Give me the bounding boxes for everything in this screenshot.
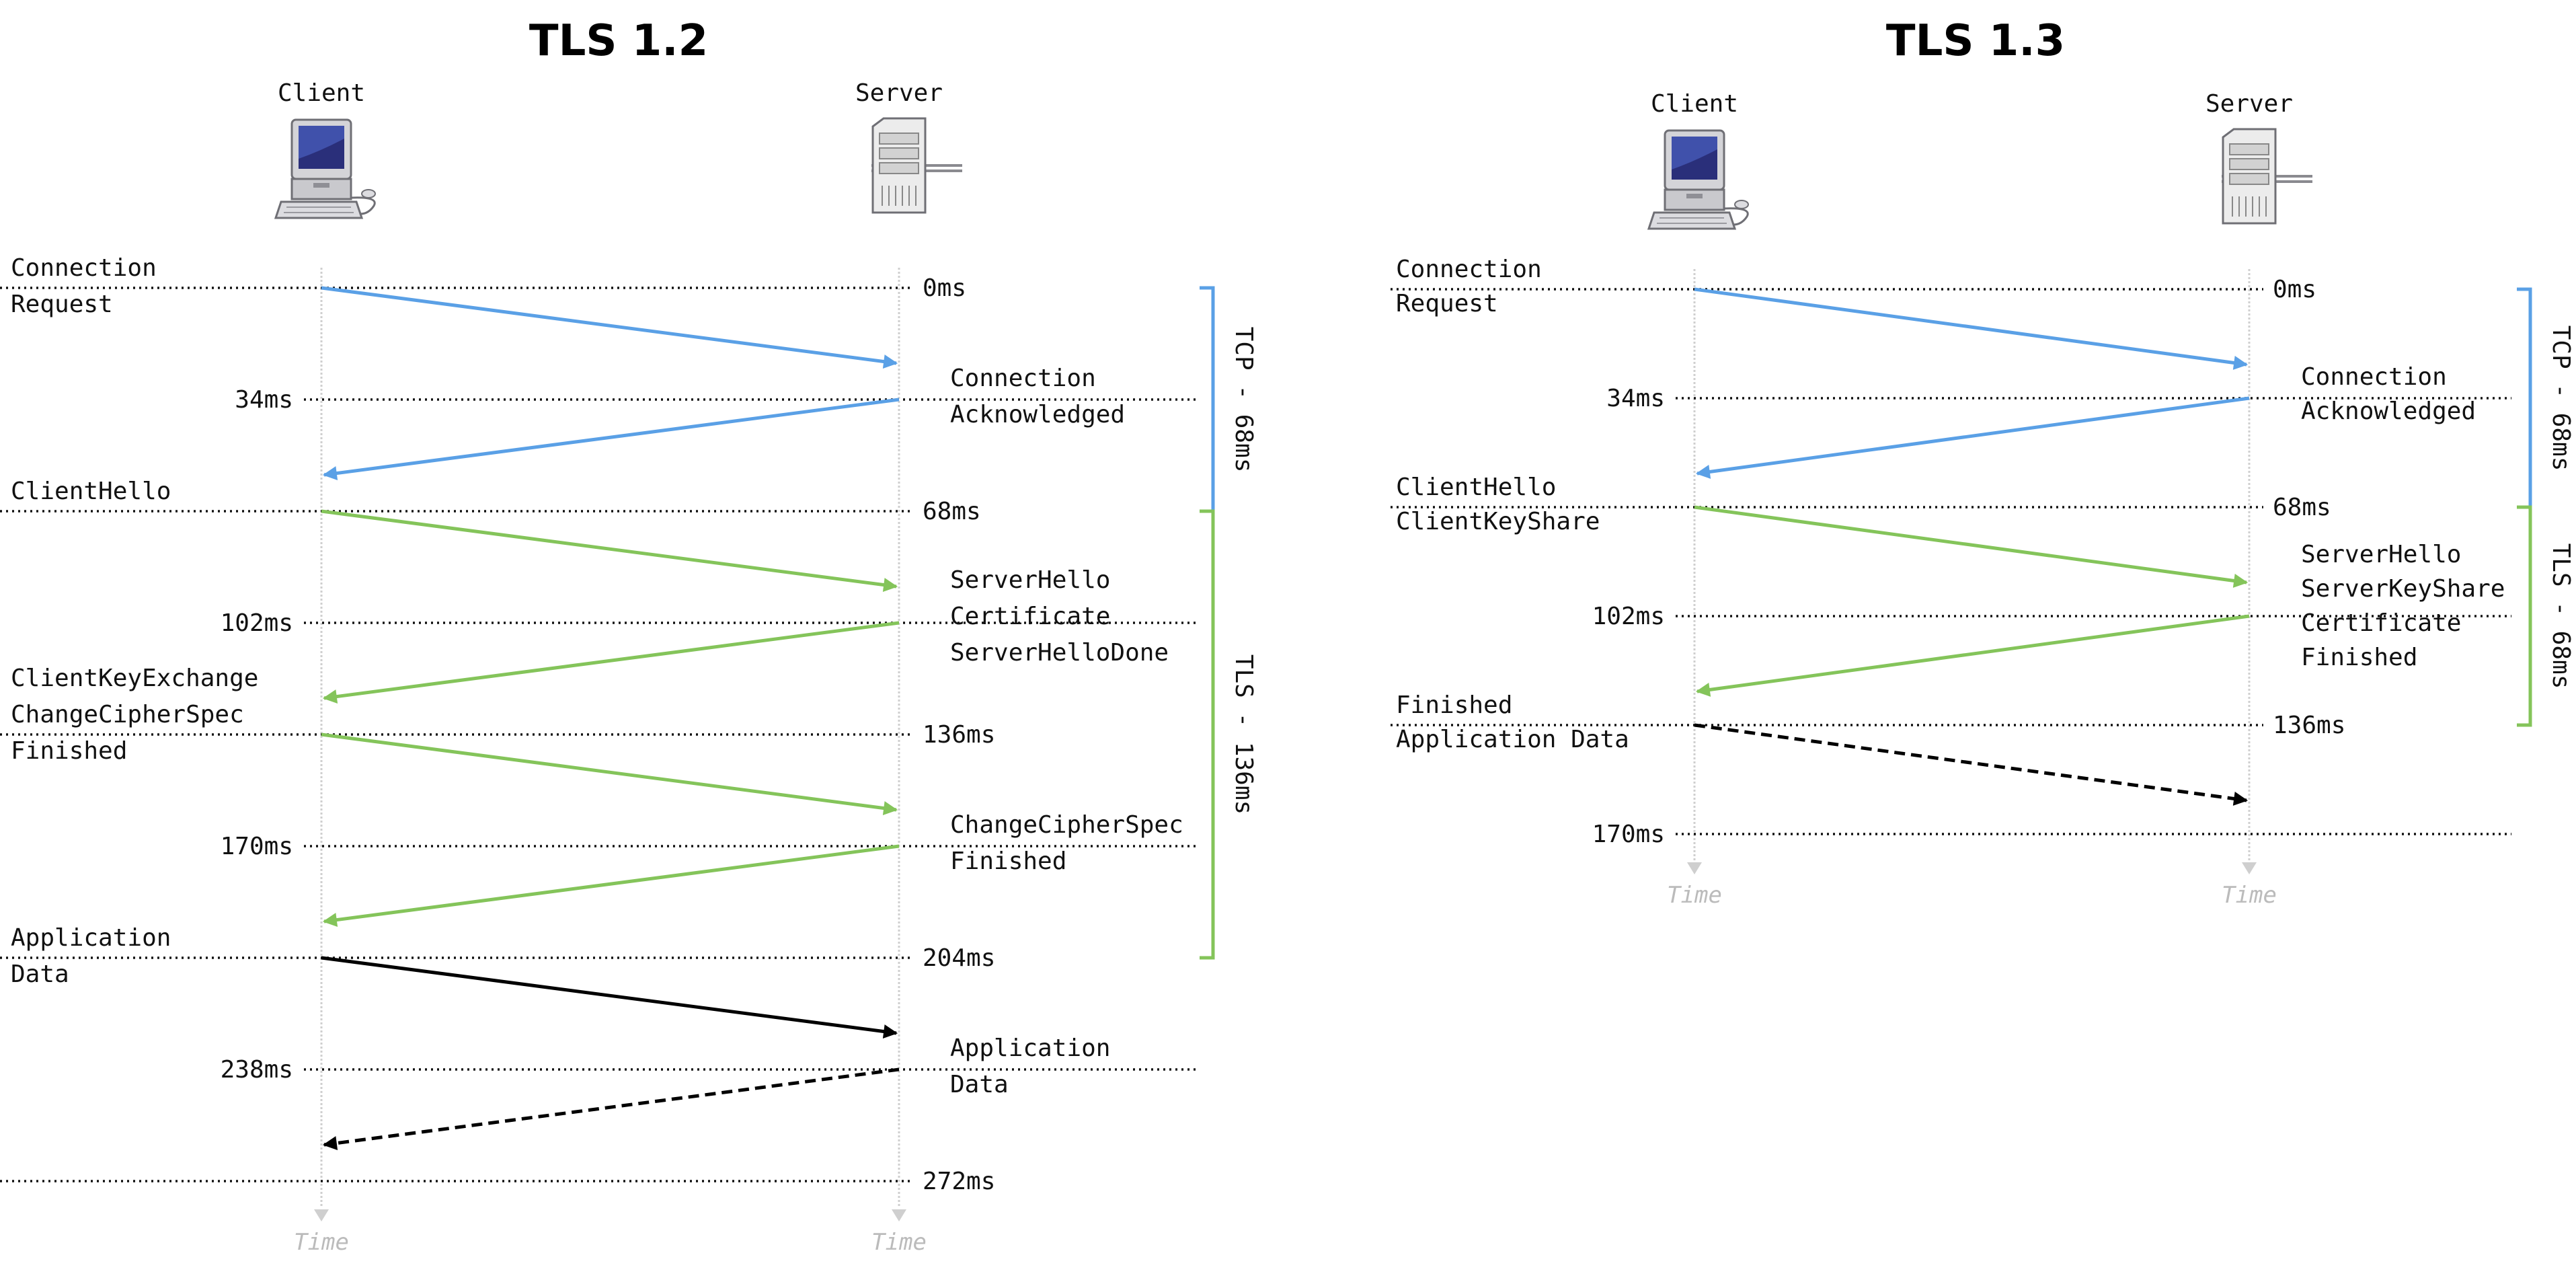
time-row-label: 34ms [1606,385,1665,412]
message-arrow-app [1694,723,2249,806]
message-arrow-tls [1694,505,2249,588]
client-message-label: ChangeCipherSpec [11,701,244,728]
bracket-tcp [1200,286,1215,513]
server-timeline-arrowhead [2242,862,2257,874]
client-timeline-arrowhead [314,1209,329,1221]
server-label: Server [855,79,943,107]
client-message-label: Request [1396,290,1498,317]
server-message-label: ServerKeyShare [2301,575,2505,603]
client-timeline-arrowhead [1687,862,1702,874]
server-message-label: ServerHelloDone [950,639,1169,667]
time-row-label: 238ms [221,1056,293,1084]
bracket-tls [1200,509,1215,960]
time-row-label: 170ms [1592,821,1665,848]
client-message-label: ClientHello [1396,474,1556,501]
message-arrow-tls [1695,614,2250,697]
server-message-label: ServerHello [2301,541,2461,568]
server-message-label: Certificate [2301,609,2461,637]
time-row-label: 68ms [2273,494,2331,521]
client-message-label: Finished [1396,691,1512,719]
time-row-label: 102ms [221,609,293,637]
client-computer-icon [1647,129,1750,230]
bracket-label-tcp: TCP - 68ms [2547,326,2575,472]
time-row-label: 0ms [923,274,966,302]
bracket-tcp [2517,287,2532,509]
message-arrow-app [322,1067,900,1150]
client-message-label: ClientKeyShare [1396,508,1600,535]
bracket-label-tls: TLS - 68ms [2547,543,2575,689]
bracket-label-tls: TLS - 136ms [1230,654,1257,815]
server-message-label: Data [950,1071,1009,1098]
message-arrow-tls [322,621,900,704]
message-arrow-tls [322,844,900,927]
bracket-tls [2517,505,2532,727]
time-row-label: 170ms [221,833,293,860]
server-message-label: ServerHello [950,566,1110,594]
client-message-label: Application Data [1396,726,1629,753]
client-message-label: ClientHello [11,478,171,505]
server-time-axis-label: Time [871,1229,927,1256]
server-icon [2220,128,2314,225]
message-arrow-tcp [321,286,898,369]
server-message-label: Application [950,1034,1110,1062]
time-row-label: 34ms [235,386,293,414]
time-row-label: 102ms [1592,603,1665,630]
time-row-label: 204ms [923,944,995,972]
server-message-label: Acknowledged [2301,398,2476,425]
bracket-label-tcp: TCP - 68ms [1230,327,1257,473]
client-message-label: Application [11,924,171,952]
server-time-axis-label: Time [2222,882,2277,909]
message-arrow-app [321,956,898,1039]
message-arrow-tcp [1695,396,2250,479]
server-message-label: ChangeCipherSpec [950,811,1183,839]
server-label: Server [2206,90,2293,118]
time-row-label: 136ms [923,721,995,749]
server-timeline-arrowhead [892,1209,906,1221]
client-message-label: Data [11,960,69,988]
time-row-label: 136ms [2273,712,2345,739]
client-label: Client [1651,90,1738,118]
message-arrow-tls [321,732,898,815]
time-row-label: 272ms [923,1168,995,1195]
server-message-label: Connection [2301,363,2447,391]
message-arrow-tcp [1694,287,2249,370]
client-message-label: ClientKeyExchange [11,665,258,692]
client-time-axis-label: Time [294,1229,349,1256]
message-arrow-tls [321,509,898,592]
server-message-label: Certificate [950,603,1110,630]
client-time-axis-label: Time [1667,882,1722,909]
client-label: Client [278,79,365,107]
server-message-label: Finished [2301,644,2417,671]
diagram-title: TLS 1.3 [1886,16,2065,66]
server-message-label: Finished [950,847,1066,875]
client-message-label: Connection [11,254,157,282]
time-row-label: 0ms [2273,276,2316,303]
time-row-label: 68ms [923,498,981,525]
message-arrow-tcp [322,398,900,480]
client-message-label: Connection [1396,256,1542,283]
client-message-label: Finished [11,737,127,765]
server-message-label: Acknowledged [950,401,1125,428]
server-message-label: Connection [950,365,1096,392]
client-message-label: Request [11,291,113,318]
diagram-title: TLS 1.2 [529,16,708,66]
client-computer-icon [274,118,377,219]
server-icon [870,117,964,214]
